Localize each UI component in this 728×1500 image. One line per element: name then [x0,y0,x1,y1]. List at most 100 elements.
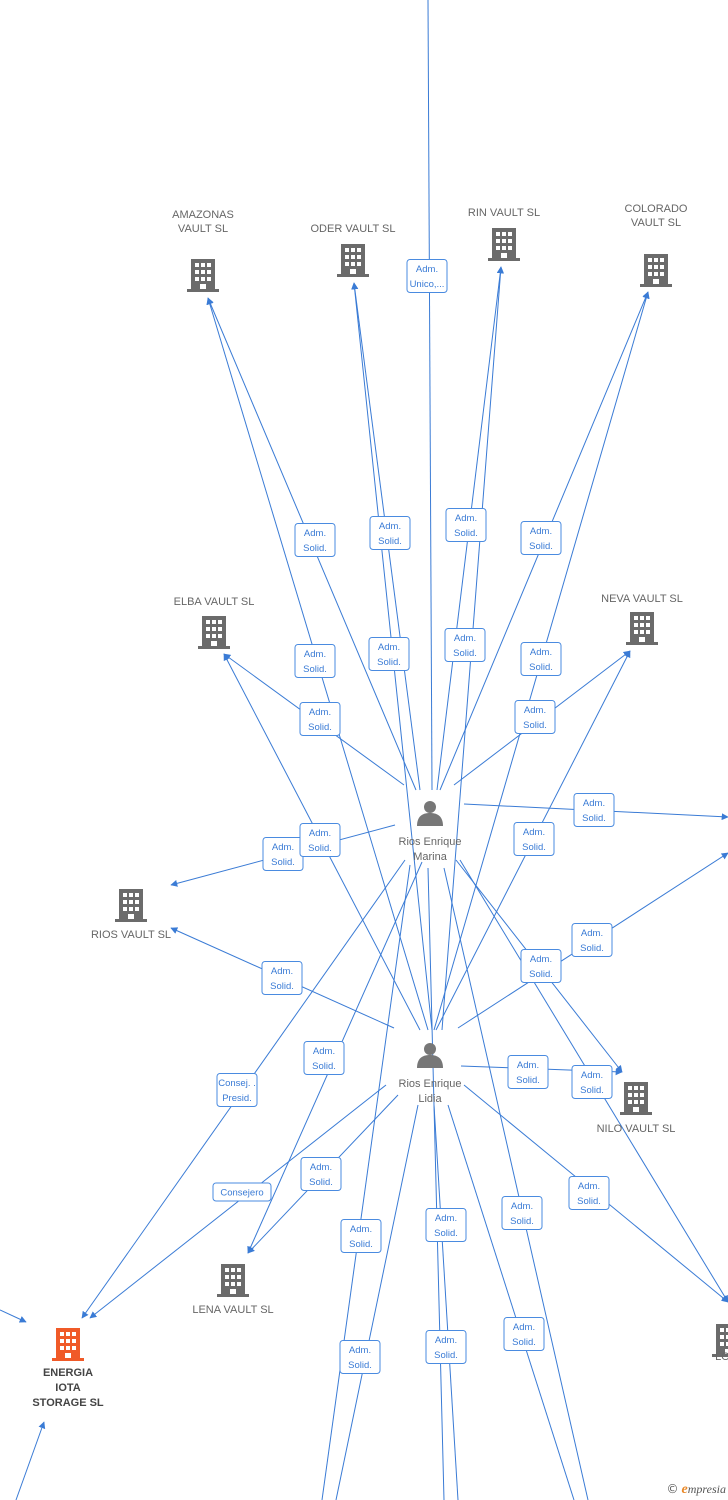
relation-text: Solid. [308,722,332,733]
relation-label-r-rs2[interactable]: Adm.Solid. [261,961,303,995]
building-icon[interactable] [198,616,230,649]
relation-box[interactable] [425,1330,467,1364]
relation-box[interactable] [568,1176,610,1210]
relation-box[interactable] [514,700,556,734]
node-lena[interactable]: LENA VAULT SL [192,1264,274,1316]
relation-label-r-top[interactable]: Adm.Unico,... [406,259,448,293]
node-rin[interactable]: RIN VAULT SL [468,207,540,261]
relation-box[interactable] [501,1196,543,1230]
node-label: IOTA [55,1382,81,1394]
relation-label-r-co1[interactable]: Adm.Solid. [520,521,562,555]
relation-label-r-od2[interactable]: Adm.Solid. [368,637,410,671]
relation-box[interactable] [216,1073,258,1107]
node-nilo[interactable]: NILO VAULT SL [597,1082,676,1135]
relation-label-r-right2[interactable]: Adm.Solid. [571,923,613,957]
node-label: RIOS VAULT SL [91,929,171,941]
relation-box[interactable] [425,1208,467,1242]
relation-box[interactable] [520,642,562,676]
empresia-logo-icon: e [681,1482,688,1497]
building-icon[interactable] [52,1328,84,1361]
relation-label-r-b6[interactable]: Adm.Solid. [503,1317,545,1351]
relation-box[interactable] [445,508,487,542]
relation-box[interactable] [444,628,486,662]
relation-text: Adm. [455,513,477,524]
relation-label-r-rn1[interactable]: Adm.Solid. [445,508,487,542]
relation-label-r-am1[interactable]: Adm.Solid. [294,523,336,557]
relation-label-r-ln1[interactable]: Adm.Solid. [300,1157,342,1191]
relation-box[interactable] [503,1317,545,1351]
edge-line [335,1104,419,1500]
relation-box[interactable] [369,516,411,550]
relation-label-r-b2[interactable]: Adm.Solid. [425,1208,467,1242]
building-icon[interactable] [626,612,658,645]
relation-label-r-mid1[interactable]: Adm.Solid. [520,949,562,983]
node-label: Marina [413,851,448,863]
relation-label-r-b4[interactable]: Adm.Solid. [339,1340,381,1374]
relation-label-r-el2[interactable]: Adm.Solid. [299,823,341,857]
building-icon[interactable] [337,244,369,277]
relation-box[interactable] [571,923,613,957]
relation-label-r-lo1[interactable]: Adm.Solid. [568,1176,610,1210]
relation-box[interactable] [303,1041,345,1075]
relation-label-r-od1[interactable]: Adm.Solid. [369,516,411,550]
relation-box[interactable] [294,644,336,678]
relation-label-r-rn2[interactable]: Adm.Solid. [444,628,486,662]
relation-label-r-consejero[interactable]: Consejero [212,1182,272,1202]
relation-text: Solid. [270,981,294,992]
relation-label-r-nl1[interactable]: Adm.Solid. [507,1055,549,1089]
relation-box[interactable] [261,961,303,995]
relation-box[interactable] [573,793,615,827]
node-neva[interactable]: NEVA VAULT SL [601,593,683,645]
relation-text: Solid. [453,648,477,659]
building-icon[interactable] [488,228,520,261]
relation-label-r-b3[interactable]: Adm.Solid. [501,1196,543,1230]
relation-text: Adm. [523,827,545,838]
relation-box[interactable] [299,823,341,857]
relation-label-r-b5[interactable]: Adm.Solid. [425,1330,467,1364]
relation-box[interactable] [368,637,410,671]
relation-label-r-nl2[interactable]: Adm.Solid. [571,1065,613,1099]
relation-label-layer: Adm.Unico,...Adm.Solid.Adm.Solid.Adm.Sol… [212,259,615,1374]
relation-box[interactable] [212,1182,272,1202]
relation-box[interactable] [294,523,336,557]
relation-label-r-ne1[interactable]: Adm.Solid. [514,700,556,734]
person-icon[interactable] [417,801,443,826]
building-icon[interactable] [640,254,672,287]
relation-label-r-consej-presid[interactable]: Consej. .Presid. [216,1073,258,1107]
relation-box[interactable] [406,259,448,293]
relation-box[interactable] [340,1219,382,1253]
relation-label-r-rs1[interactable]: Adm.Solid. [262,837,304,871]
building-icon[interactable] [217,1264,249,1297]
node-rios[interactable]: RIOS VAULT SL [91,889,171,941]
person-icon[interactable] [417,1043,443,1068]
relation-box[interactable] [299,702,341,736]
relation-box[interactable] [300,1157,342,1191]
relation-label-r-ne2[interactable]: Adm.Solid. [513,822,555,856]
node-loir[interactable]: LOIR [712,1324,728,1363]
building-icon[interactable] [115,889,147,922]
building-icon[interactable] [620,1082,652,1115]
building-icon[interactable] [187,259,219,292]
relation-label-r-mid2[interactable]: Adm.Solid. [303,1041,345,1075]
relation-box[interactable] [507,1055,549,1089]
relation-label-r-right1[interactable]: Adm.Solid. [573,793,615,827]
relation-label-r-el1[interactable]: Adm.Solid. [299,702,341,736]
node-oder[interactable]: ODER VAULT SL [311,223,396,277]
relation-box[interactable] [520,521,562,555]
relation-box[interactable] [513,822,555,856]
relation-box[interactable] [520,949,562,983]
node-label: NILO VAULT SL [597,1123,676,1135]
relation-label-r-am2[interactable]: Adm.Solid. [294,644,336,678]
relation-box[interactable] [571,1065,613,1099]
node-elba[interactable]: ELBA VAULT SL [174,596,255,649]
relation-text: Adm. [350,1224,372,1235]
relation-label-r-co2[interactable]: Adm.Solid. [520,642,562,676]
node-label: Lidia [418,1093,442,1105]
relation-label-r-b1[interactable]: Adm.Solid. [340,1219,382,1253]
relation-box[interactable] [339,1340,381,1374]
